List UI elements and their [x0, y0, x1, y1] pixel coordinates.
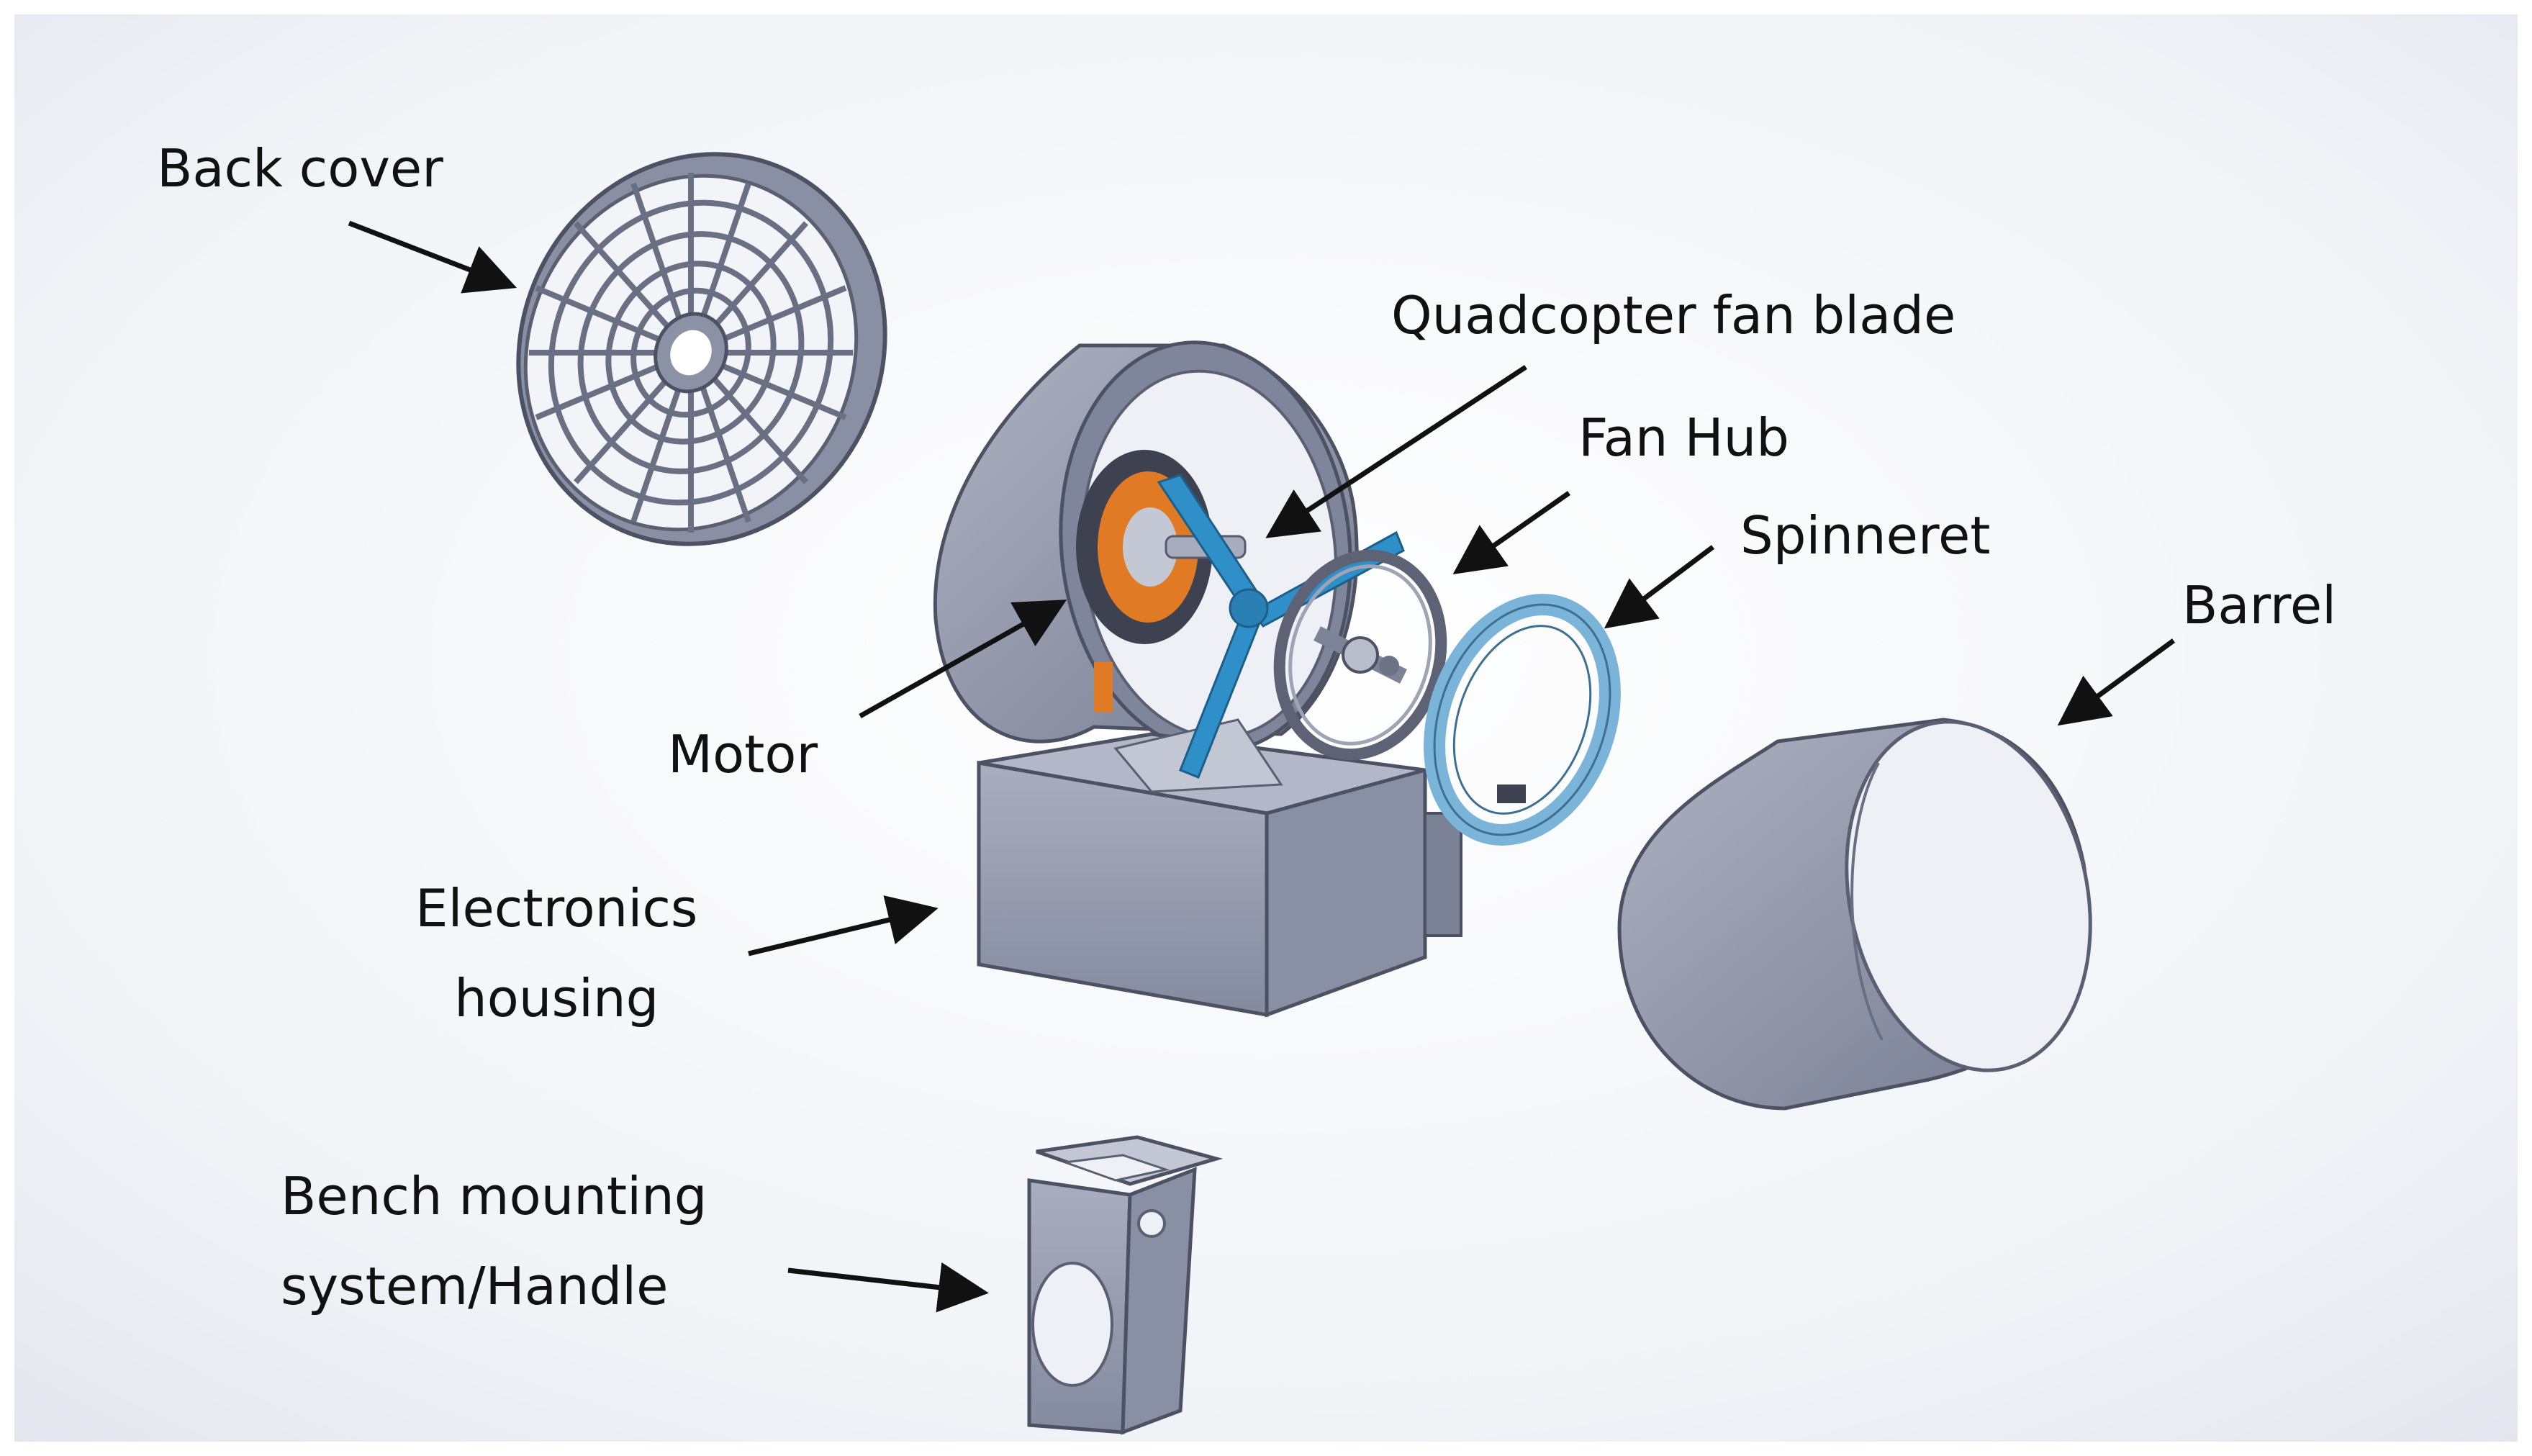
- arrow-quadcopter-fan-blade: [1265, 365, 1527, 538]
- bench-mounting-label-line2: system/Handle: [281, 1256, 669, 1316]
- bench-mounting-label-line1: Bench mounting: [281, 1166, 707, 1226]
- arrow-motor: [859, 600, 1067, 719]
- electronics-housing-label: Electronics housing: [415, 864, 697, 1044]
- motor-label: Motor: [668, 724, 818, 784]
- electronics-housing-label-line1: Electronics: [415, 878, 698, 939]
- spinneret-label: Spinneret: [1740, 505, 1991, 566]
- leader-arrows: [348, 220, 2176, 1313]
- bench-mount-handle-part: [1027, 1135, 1224, 1435]
- arrow-barrel: [2057, 638, 2176, 726]
- electronics-housing-part: [977, 718, 1462, 1018]
- quadcopter-fan-blade-label: Quadcopter fan blade: [1391, 285, 1956, 345]
- arrow-electronics-housing: [748, 895, 939, 957]
- fan-hub-label: Fan Hub: [1578, 407, 1789, 468]
- arrow-back-cover: [348, 220, 517, 294]
- barrel-part: [1617, 718, 2092, 1111]
- arrow-fan-hub: [1452, 491, 1571, 575]
- barrel-label: Barrel: [2182, 575, 2337, 636]
- electronics-housing-label-line2: housing: [454, 968, 659, 1028]
- back-cover-label: Back cover: [157, 138, 443, 199]
- fan-hub-part: [1273, 549, 1447, 761]
- arrow-spinneret: [1604, 545, 1715, 629]
- spinneret-part: [1424, 594, 1621, 846]
- bench-mounting-label: Bench mounting system/Handle: [281, 1152, 707, 1331]
- back-cover-part: [516, 152, 887, 546]
- arrow-bench-mounting: [787, 1262, 989, 1313]
